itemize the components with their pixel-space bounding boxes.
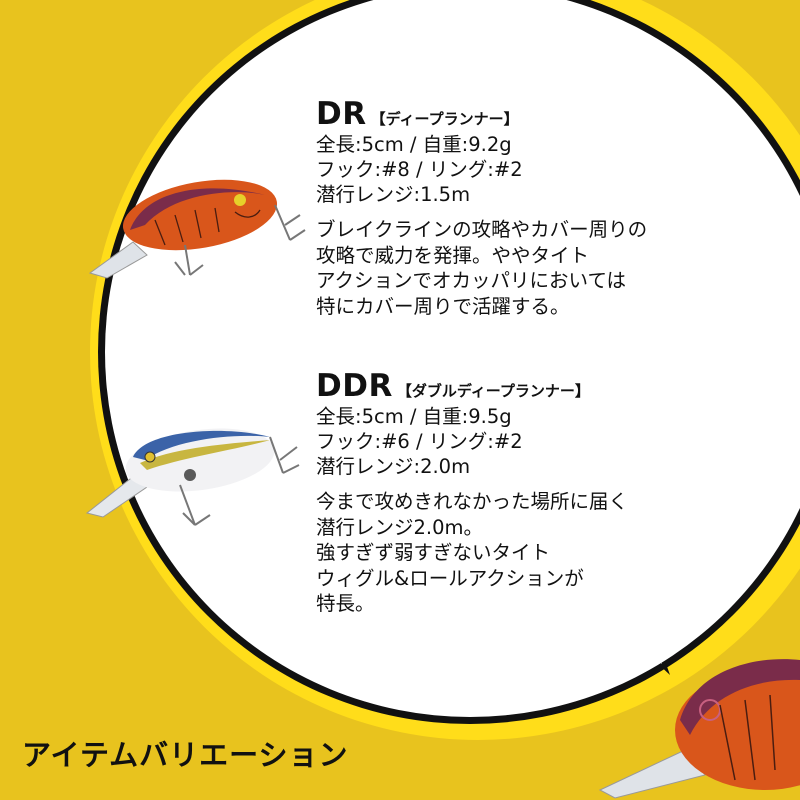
description-line: 強すぎず弱すぎないタイト bbox=[316, 541, 551, 564]
model-subtitle: 【ディープランナー】 bbox=[370, 110, 519, 128]
spec-depth-range: 潜行レンジ:1.5m bbox=[316, 183, 471, 206]
description-line: アクションでオカッパリにおいては bbox=[316, 269, 627, 292]
description-line: 潜行レンジ2.0m。 bbox=[316, 515, 484, 539]
description-line: ブレイクラインの攻略やカバー周りの bbox=[316, 218, 648, 241]
model-name: DR bbox=[316, 96, 367, 132]
product-ddr-info: DDR【ダブルディープランナー】 全長:5cm / 自重:9.5g フック:#6… bbox=[316, 368, 628, 617]
spec-hook-ring: フック:#8 / リング:#2 bbox=[316, 158, 523, 181]
product-title: DDR【ダブルディープランナー】 bbox=[316, 368, 628, 404]
shad-crankbait-lure-image bbox=[85, 428, 300, 526]
spec-hook-ring: フック:#6 / リング:#2 bbox=[316, 430, 523, 453]
description-line: 特長。 bbox=[316, 592, 375, 615]
description-line: 今まで攻めきれなかった場所に届く bbox=[316, 490, 629, 513]
product-title: DR【ディープランナー】 bbox=[316, 96, 647, 132]
crawfish-crankbait-lure-corner-image bbox=[598, 659, 800, 799]
product-description: 今まで攻めきれなかった場所に届く 潜行レンジ2.0m。 強すぎず弱すぎないタイト… bbox=[316, 489, 628, 617]
spec-depth-range: 潜行レンジ:2.0m bbox=[316, 455, 471, 478]
model-name: DDR bbox=[316, 368, 393, 404]
section-heading-item-variation: アイテムバリエーション bbox=[22, 738, 349, 772]
description-line: 特にカバー周りで活躍する。 bbox=[316, 294, 570, 318]
product-dr-info: DR【ディープランナー】 全長:5cm / 自重:9.2g フック:#8 / リ… bbox=[316, 96, 647, 319]
spec-size-weight: 全長:5cm / 自重:9.5g bbox=[316, 405, 512, 428]
description-line: 攻略で威力を発揮。ややタイト bbox=[316, 243, 590, 267]
crawfish-crankbait-lure-image bbox=[88, 179, 306, 279]
product-description: ブレイクラインの攻略やカバー周りの 攻略で威力を発揮。ややタイト アクションでオ… bbox=[316, 217, 647, 319]
spec-size-weight: 全長:5cm / 自重:9.2g bbox=[316, 133, 512, 156]
model-subtitle: 【ダブルディープランナー】 bbox=[396, 382, 590, 400]
description-line: ウィグル&ロールアクションが bbox=[316, 566, 584, 590]
